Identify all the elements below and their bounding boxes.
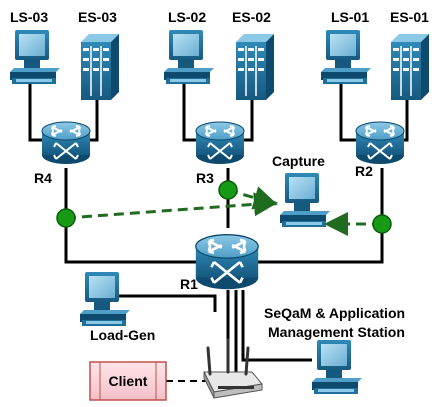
label-r1: R1: [180, 276, 198, 292]
router-icon: [41, 121, 91, 165]
workstation-icon: [10, 30, 60, 84]
tap-point-icon: [218, 180, 238, 200]
link-es03-r4: [90, 90, 99, 142]
tap-point-icon: [56, 208, 76, 228]
workstation-icon: [164, 30, 214, 84]
link-ls02-r3: [182, 82, 196, 142]
client-box: [89, 361, 167, 401]
label-station-line1: SeQaM & Application: [264, 305, 405, 321]
label-client: Client: [109, 373, 148, 389]
server-icon: [235, 33, 275, 101]
link-ls01-r2: [339, 82, 358, 142]
server-icon: [390, 33, 430, 101]
label-ls02: LS-02: [168, 9, 206, 25]
label-es02: ES-02: [232, 9, 271, 25]
label-ls03: LS-03: [10, 9, 48, 25]
label-r3: R3: [196, 170, 214, 186]
label-load-gen: Load-Gen: [90, 327, 155, 343]
router-icon: [195, 121, 245, 165]
link-r2-r1: [254, 168, 384, 264]
server-icon: [80, 33, 120, 101]
tap-points: [56, 180, 392, 234]
link-loadgen-r1: [110, 294, 217, 312]
workstation-icon: [280, 173, 330, 227]
link-ls03-r4: [28, 82, 44, 142]
label-r4: R4: [34, 170, 52, 186]
link-r1-station: [241, 290, 312, 362]
label-r2: R2: [355, 163, 373, 179]
link-es02-r3: [243, 90, 254, 142]
wireless-router-icon: [203, 338, 263, 399]
router-icon: [194, 233, 260, 291]
workstation-icon: [80, 272, 130, 326]
tap-point-icon: [372, 214, 392, 234]
label-es01: ES-01: [390, 9, 429, 25]
workstation-icon: [312, 340, 362, 394]
label-es03: ES-03: [78, 9, 117, 25]
label-capture: Capture: [272, 153, 325, 169]
link-r4-r1: [64, 168, 200, 264]
label-station-line2: Management Station: [268, 324, 405, 340]
workstation-icon: [321, 30, 371, 84]
router-icon: [355, 121, 405, 165]
label-ls01: LS-01: [331, 9, 369, 25]
labels: LS-03 ES-03 LS-02 ES-02 LS-01 ES-01 R4 R…: [10, 9, 429, 389]
mirror-arrow-r4: [65, 192, 278, 220]
